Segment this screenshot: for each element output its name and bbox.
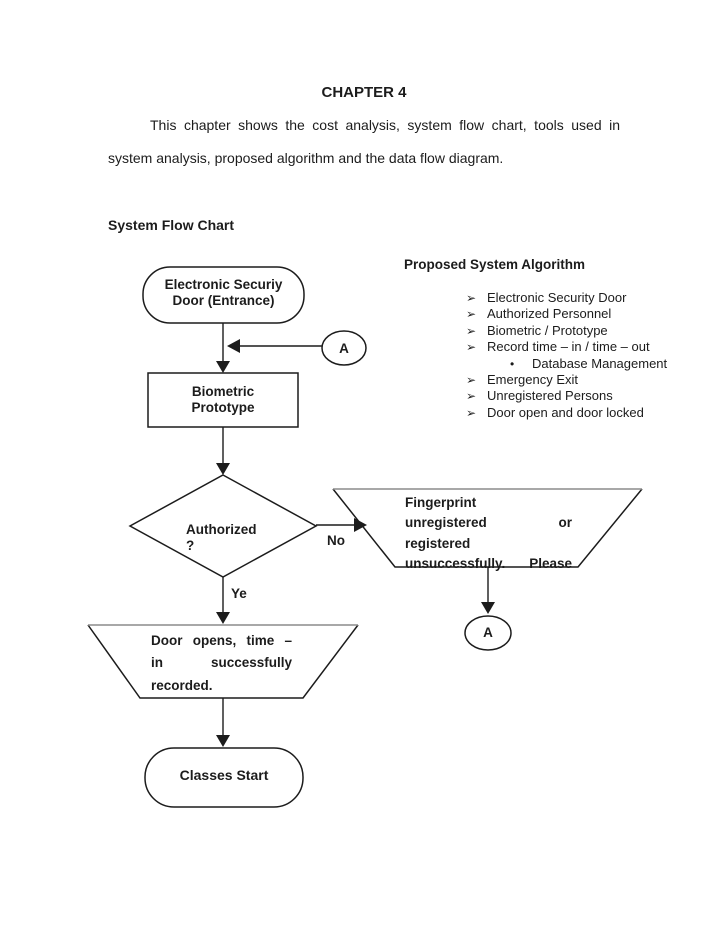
algorithm-list: ➢ Electronic Security Door ➢ Authorized … — [466, 290, 706, 421]
arrow-bullet-icon: ➢ — [466, 307, 477, 322]
branch-yes-label: Ye — [231, 586, 247, 601]
connector-a-top-label: A — [339, 341, 349, 356]
success-output-label: Door opens, time – in successfully recor… — [151, 633, 292, 693]
chapter-title: CHAPTER 4 — [321, 84, 407, 101]
arrowhead-into-process — [216, 361, 230, 373]
arrowhead-into-decision — [216, 463, 230, 475]
list-item: ➢ Emergency Exit — [466, 372, 706, 388]
arrowhead-into-end — [216, 735, 230, 747]
start-terminal-label: Electronic Securiy Door (Entrance) — [164, 277, 283, 308]
list-item-label: Database Management — [532, 355, 668, 371]
error-output-label: Fingerprint unregistered or registered u… — [405, 495, 572, 572]
list-item-label: Unregistered Persons — [487, 388, 613, 404]
connector-a-top-shape — [322, 331, 366, 365]
list-item-label: Biometric / Prototype — [487, 322, 608, 338]
list-item-label: Authorized Personnel — [487, 306, 612, 322]
intro-paragraph-line2: system analysis, proposed algorithm and … — [108, 150, 504, 166]
list-item: ➢ Electronic Security Door — [466, 290, 706, 306]
arrow-bullet-icon: ➢ — [466, 373, 477, 388]
list-item-label: Electronic Security Door — [487, 290, 627, 305]
arrow-bullet-icon: ➢ — [466, 340, 477, 355]
error-trapezoid-shape — [333, 489, 642, 567]
list-item-label: Record time – in / time – out — [487, 339, 650, 355]
arrow-bullet-icon: ➢ — [466, 389, 477, 404]
arrow-bullet-icon: ➢ — [466, 291, 477, 305]
success-trapezoid-shape — [88, 625, 358, 698]
arrow-bullet-icon: ➢ — [466, 405, 477, 420]
section-heading: System Flow Chart — [108, 217, 235, 233]
arrowhead-connector-a — [227, 339, 240, 353]
algorithm-heading: Proposed System Algorithm — [404, 257, 586, 272]
list-item: ➢ Record time – in / time – out — [466, 339, 706, 355]
list-item-sub: • Database Management — [510, 356, 706, 372]
list-item: ➢ Unregistered Persons — [466, 388, 706, 404]
process-box-label: Biometric Prototype — [191, 384, 255, 415]
arrowhead-into-error — [354, 518, 367, 532]
end-terminal-shape — [145, 748, 303, 807]
list-item: ➢ Authorized Personnel — [466, 306, 706, 322]
list-item-label: Emergency Exit — [487, 372, 579, 388]
dot-bullet-icon: • — [510, 356, 515, 371]
list-item: ➢ Door open and door locked — [466, 405, 706, 421]
connector-a-bottom-label: A — [483, 625, 493, 640]
branch-no-label: No — [327, 533, 345, 548]
intro-paragraph-line1: This chapter shows the cost analysis, sy… — [150, 117, 620, 133]
arrow-bullet-icon: ➢ — [466, 323, 477, 338]
arrowhead-into-success — [216, 612, 230, 624]
connector-a-bottom-shape — [465, 616, 511, 650]
decision-label: Authorized ? — [186, 522, 257, 550]
list-item: ➢ Biometric / Prototype — [466, 323, 706, 339]
arrowhead-into-connector-bottom — [481, 602, 495, 614]
list-item-label: Door open and door locked — [487, 404, 644, 420]
end-terminal-label: Classes Start — [179, 767, 269, 783]
